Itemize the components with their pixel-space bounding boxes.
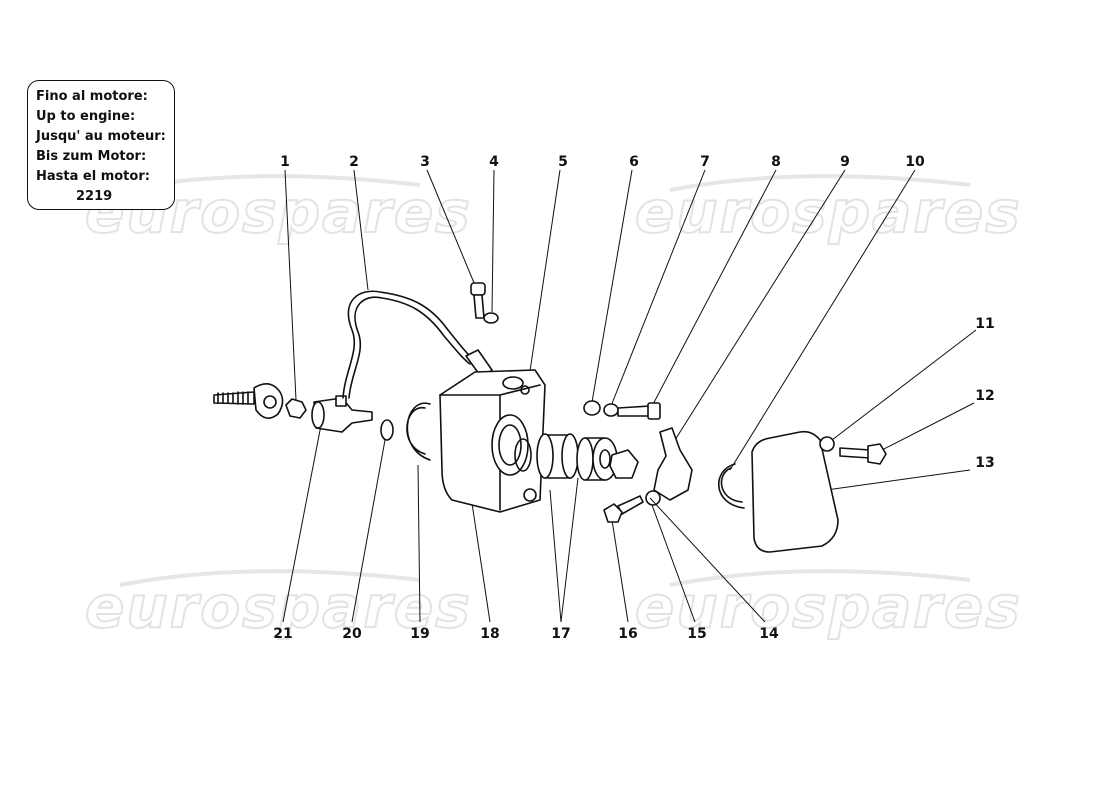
note-line-fr: Jusqu' au moteur:: [36, 129, 166, 144]
part-2-cable-outline: [348, 296, 471, 399]
label-1: 1: [280, 154, 290, 170]
label-18: 18: [480, 626, 499, 642]
watermark-group: eurospares eurospares eurospares eurospa…: [84, 174, 1022, 642]
note-line-de: Bis zum Motor:: [36, 149, 147, 164]
part-1-nut: [285, 398, 307, 419]
note-line-it: Fino al motore:: [36, 89, 148, 104]
label-21: 21: [273, 626, 292, 642]
part-15-washer: [645, 490, 661, 506]
watermark-swoosh: [669, 174, 971, 192]
label-2: 2: [349, 154, 359, 170]
part-20-ring: [380, 419, 394, 441]
watermark-swoosh: [119, 569, 421, 587]
note-engine-number: 2219: [76, 189, 113, 204]
note-line-es: Hasta el motor:: [36, 169, 150, 184]
part-6-washer: [583, 400, 601, 416]
part-18-housing: [439, 369, 546, 513]
part-10-circlip: [718, 463, 745, 509]
part-16-bolt: [603, 495, 644, 523]
part-21-sensor-body: [311, 395, 373, 433]
watermark-bottom-left: eurospares: [85, 573, 472, 641]
label-19: 19: [410, 626, 429, 642]
label-14: 14: [759, 626, 779, 642]
leader-lines: [282, 169, 977, 623]
part-11-washer: [819, 436, 835, 452]
part-8-bolt: [617, 402, 661, 420]
label-9: 9: [840, 154, 850, 170]
label-8: 8: [771, 154, 781, 170]
label-3: 3: [420, 154, 430, 170]
engine-number-note: Fino al motore: Up to engine: Jusqu' au …: [27, 80, 175, 210]
part-3-screw: [470, 282, 486, 319]
watermark-bottom-right: eurospares: [635, 573, 1022, 641]
label-15: 15: [687, 626, 706, 642]
watermark-top-right: eurospares: [635, 178, 1022, 246]
watermark-swoosh: [669, 569, 971, 587]
label-10: 10: [905, 154, 925, 170]
part-2-cable: [342, 290, 475, 399]
part-9-lever: [653, 427, 693, 501]
part-17-bearings: [514, 433, 618, 481]
part-4-washer: [483, 312, 499, 324]
label-20: 20: [342, 626, 362, 642]
label-16: 16: [618, 626, 637, 642]
note-line-en: Up to engine:: [36, 109, 136, 124]
parts: [213, 282, 887, 553]
label-12: 12: [975, 388, 994, 404]
part-labels: 1 2 3 4 5 6 7 8 9 10 11 12 13 14 15 16 1…: [273, 154, 994, 642]
part-7-washer: [603, 403, 619, 417]
part-19-circlip: [406, 402, 431, 461]
label-11: 11: [975, 316, 994, 332]
sensor-bolt: [213, 383, 284, 419]
label-4: 4: [489, 154, 499, 170]
shaft-nut: [609, 449, 639, 479]
label-5: 5: [558, 154, 568, 170]
label-17: 17: [551, 626, 570, 642]
part-12-bolt: [839, 443, 887, 465]
label-13: 13: [975, 455, 994, 471]
label-7: 7: [700, 154, 710, 170]
part-13-cover: [751, 430, 839, 553]
label-6: 6: [629, 154, 639, 170]
